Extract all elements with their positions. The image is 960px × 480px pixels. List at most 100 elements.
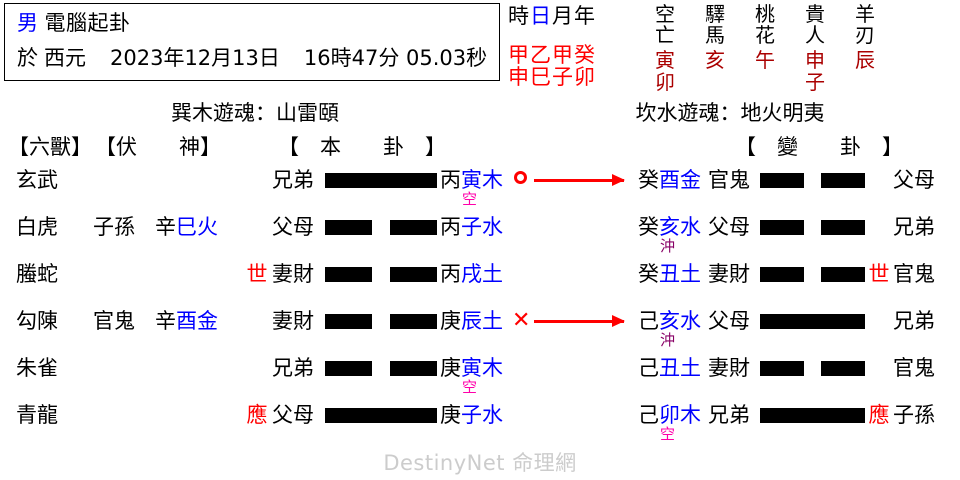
yao-line-yin xyxy=(325,314,437,329)
shensha-yima: 驛 馬 亥 xyxy=(702,4,728,93)
bian-gua-relation: 父母 xyxy=(708,215,750,239)
shensha-label-char-2: 馬 xyxy=(705,23,725,47)
bian-gua-ganzhi: 己丑土 xyxy=(638,356,701,380)
yao-line-yang xyxy=(760,314,865,329)
bian-gua-annotation: 沖 xyxy=(660,237,676,255)
yin-half xyxy=(760,173,805,188)
ben-gua-ganzhi: 丙戌土 xyxy=(440,262,503,286)
shensha-label-char-1: 羊 xyxy=(855,2,875,26)
ben-gua-relation: 兄弟 xyxy=(272,356,314,380)
yao-line-yin xyxy=(760,267,865,282)
shi-ying-marker-left: 世 xyxy=(246,262,268,286)
yao-row: 白虎子孫辛巳火父母丙子水癸亥水沖父母兄弟 xyxy=(0,212,960,259)
shensha-label-char-1: 桃 xyxy=(755,2,775,26)
ben-gua-ganzhi: 丙寅木 xyxy=(440,168,503,192)
shensha-value-1: 午 xyxy=(755,48,775,72)
bian-gua-ganzhi: 癸亥水 xyxy=(638,215,701,239)
shensha-value-1: 辰 xyxy=(855,48,875,72)
bian-gua-annotation: 沖 xyxy=(660,331,676,349)
gender-label: 男 xyxy=(17,11,39,35)
shensha-table: 空 亡 寅 卯 驛 馬 亥 桃 花 午 貴 人 申 子 羊 刃 辰 xyxy=(652,2,878,94)
column-header-beast: 【六獸】 xyxy=(8,135,92,159)
transform-arrow-icon xyxy=(534,315,625,327)
ben-gua-title: 巽木遊魂：山雷頤 xyxy=(171,101,339,125)
date-value: 2023年12月13日 xyxy=(110,46,280,70)
bian-gua-ganzhi: 癸酉金 xyxy=(638,168,701,192)
yao-line-yang xyxy=(325,408,437,423)
ben-gua-relation: 父母 xyxy=(272,403,314,427)
column-header-hidden-god: 【伏 神】 xyxy=(95,135,221,159)
yao-row: 勾陳官鬼辛酉金妻財庚辰土✕己亥水沖父母兄弟 xyxy=(0,306,960,353)
six-beast-label: 青龍 xyxy=(16,403,58,427)
pillar-stems: 甲乙甲癸 xyxy=(508,43,596,67)
shensha-label-char-2: 人 xyxy=(805,23,825,47)
yin-half xyxy=(389,267,437,282)
shensha-value-2: 卯 xyxy=(655,70,675,94)
yin-half xyxy=(760,361,805,376)
moving-yin-cross-icon: ✕ xyxy=(512,308,531,333)
shensha-value-2: 子 xyxy=(805,70,825,94)
moving-yang-circle-icon xyxy=(514,171,527,184)
bian-gua-relation: 妻財 xyxy=(708,356,750,380)
ben-gua-ganzhi: 庚子水 xyxy=(440,403,503,427)
yin-half xyxy=(325,267,373,282)
shensha-kongwang: 空 亡 寅 卯 xyxy=(652,2,678,94)
method-label: 電腦起卦 xyxy=(44,11,131,35)
hidden-god-ganzhi: 辛酉金 xyxy=(155,309,218,333)
pillar-label-year: 年 xyxy=(574,4,596,28)
bian-gua-ganzhi: 癸丑土 xyxy=(638,262,701,286)
shensha-value-1: 亥 xyxy=(705,48,725,72)
yang-bar xyxy=(760,314,865,329)
shi-ying-marker-right: 世 xyxy=(868,262,890,286)
time-value: 16時47分 05.03秒 xyxy=(303,46,488,70)
yang-bar xyxy=(325,173,437,188)
shensha-label-char-2: 刃 xyxy=(855,23,875,47)
yao-row: 青龍應父母庚子水己卯木空兄弟應子孫 xyxy=(0,400,960,447)
six-beast-label: 玄武 xyxy=(16,168,58,192)
yao-line-yang xyxy=(760,408,865,423)
shensha-taohua: 桃 花 午 xyxy=(752,4,778,93)
bian-gua-relation-outer: 兄弟 xyxy=(893,215,935,239)
yin-halves xyxy=(760,267,865,282)
yao-line-yin xyxy=(760,361,865,376)
ben-gua-relation: 妻財 xyxy=(272,262,314,286)
hidden-god-relation: 官鬼 xyxy=(93,309,135,333)
yao-line-yin xyxy=(760,220,865,235)
ben-gua-ganzhi: 丙子水 xyxy=(440,215,503,239)
shensha-value-1: 申 xyxy=(805,48,825,72)
shensha-label-char-1: 驛 xyxy=(705,2,725,26)
six-beast-label: 勾陳 xyxy=(16,309,58,333)
bian-gua-relation-outer: 父母 xyxy=(893,168,935,192)
ben-gua-ganzhi: 庚寅木 xyxy=(440,356,503,380)
yao-line-yang xyxy=(325,173,437,188)
yin-halves xyxy=(325,267,437,282)
yin-half xyxy=(389,361,437,376)
ben-gua-relation: 父母 xyxy=(272,215,314,239)
yao-row: 螣蛇世妻財丙戌土癸丑土妻財世官鬼 xyxy=(0,259,960,306)
yao-line-yin xyxy=(760,173,865,188)
six-beast-label: 白虎 xyxy=(16,215,58,239)
at-prefix: 於 xyxy=(17,46,38,70)
yao-row: 朱雀兄弟庚寅木空己丑土妻財官鬼 xyxy=(0,353,960,400)
bian-gua-relation: 父母 xyxy=(708,309,750,333)
bian-gua-ganzhi: 己卯木 xyxy=(638,403,701,427)
ben-gua-annotation: 空 xyxy=(462,378,478,396)
shensha-label-char-1: 空 xyxy=(655,2,675,26)
pillar-label-month: 月 xyxy=(552,4,574,28)
bian-gua-relation: 兄弟 xyxy=(708,403,750,427)
yin-halves xyxy=(760,220,865,235)
ben-gua-relation: 兄弟 xyxy=(272,168,314,192)
yao-line-yin xyxy=(325,267,437,282)
header-line-method: 男電腦起卦 xyxy=(17,10,131,36)
shensha-yangren: 羊 刃 辰 xyxy=(852,4,878,93)
hidden-god-ganzhi: 辛巳火 xyxy=(155,215,218,239)
column-header-bian-gua: 【 變 卦 】 xyxy=(735,135,903,159)
yin-halves xyxy=(325,361,437,376)
ben-gua-ganzhi: 庚辰土 xyxy=(440,309,503,333)
watermark: DestinyNet 命理網 xyxy=(383,451,577,475)
bian-gua-relation-outer: 子孫 xyxy=(893,403,935,427)
yin-half xyxy=(325,314,373,329)
